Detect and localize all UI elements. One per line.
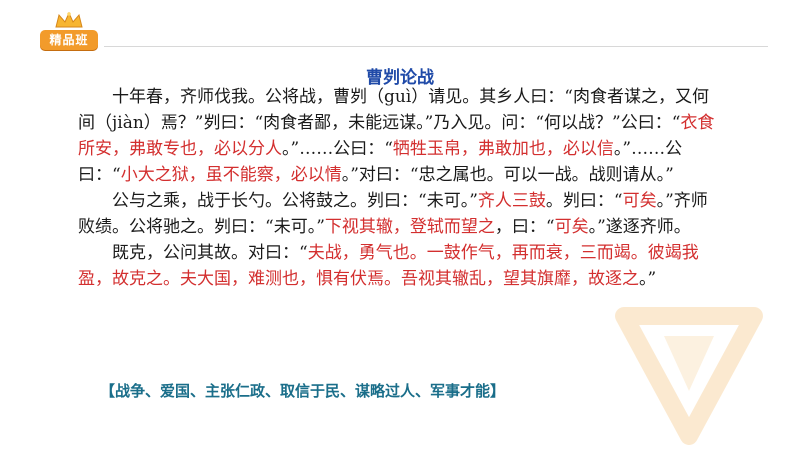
passage-title: 曹刿论战	[366, 68, 434, 88]
passage-text: 既克，公问其故。对曰：“	[112, 243, 308, 263]
passage-text: 。”遂逐齐师。	[588, 217, 691, 237]
passage-text: 。”对曰：“忠之属也。可以一战。战则请从。”	[341, 165, 674, 185]
passage-text: 公与之乘，战于长勺。公将鼓之。刿曰：“未可。”	[112, 191, 478, 211]
highlighted-text: 可矣	[622, 191, 657, 211]
highlighted-text: 小大之狱，虽不能察，必以情	[120, 165, 342, 185]
watermark-logo-icon	[615, 307, 763, 445]
header-divider	[104, 46, 768, 47]
passage-text: 。刿曰：“	[545, 191, 623, 211]
premium-class-badge: 精品班	[38, 12, 100, 50]
highlighted-text: 齐人三鼓	[477, 191, 546, 211]
passage-text: 。”	[639, 269, 657, 289]
theme-tags: 【战争、爱国、主张仁政、取信于民、谋略过人、军事才能】	[100, 382, 506, 400]
passage-text: 。”……公曰：“	[78, 139, 683, 185]
paragraph-2: 公与之乘，战于长勺。公将鼓之。刿曰：“未可。”齐人三鼓。刿曰：“可矣。”齐师败绩…	[78, 188, 718, 240]
highlighted-text: 夫战，勇气也。一鼓作气，再而衰，三而竭。彼竭我盈，故克之。夫大国，难测也，惧有伏…	[78, 243, 699, 289]
passage-text: 。”齐师败绩。公将驰之。刿曰：“未可。”	[78, 191, 708, 237]
passage-text: 。”……公曰：“	[282, 139, 393, 159]
paragraph-1: 十年春，齐师伐我。公将战，曹刿（guì）请见。其乡人曰：“肉食者谋之，又何间（j…	[78, 84, 718, 188]
passage-text: 十年春，齐师伐我。公将战，曹刿（guì）请见。其乡人曰：“肉食者谋之，又何间（j…	[78, 87, 709, 133]
paragraph-3: 既克，公问其故。对曰：“夫战，勇气也。一鼓作气，再而衰，三而竭。彼竭我盈，故克之…	[78, 240, 718, 292]
passage-text: ，曰：“	[494, 217, 555, 237]
badge-label: 精品班	[40, 30, 98, 50]
highlighted-text: 衣食所安，弗敢专也，必以分人	[78, 113, 715, 159]
highlighted-text: 下视其辙，登轼而望之	[324, 217, 495, 237]
passage-body: 十年春，齐师伐我。公将战，曹刿（guì）请见。其乡人曰：“肉食者谋之，又何间（j…	[78, 84, 718, 292]
highlighted-text: 牺牲玉帛，弗敢加也，必以信	[392, 139, 614, 159]
crown-icon	[55, 12, 83, 28]
highlighted-text: 可矣	[554, 217, 589, 237]
